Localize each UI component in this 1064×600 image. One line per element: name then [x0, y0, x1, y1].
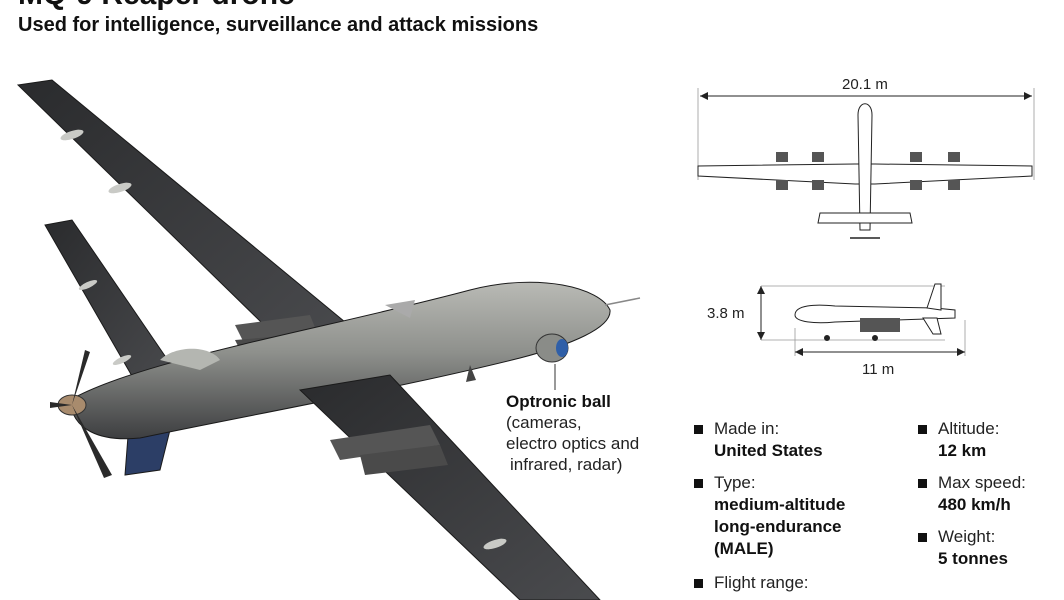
spec-value: 480 km/h: [938, 495, 1011, 514]
height-label: 3.8 m: [707, 305, 745, 322]
page-subtitle: Used for intelligence, surveillance and …: [18, 14, 539, 36]
spec-label: Altitude:: [938, 419, 1000, 438]
wingspan-label: 20.1 m: [842, 76, 888, 93]
propeller: [72, 350, 90, 405]
spec-value: long-endurance: [714, 517, 842, 536]
spec-type: Type: medium-altitude long-endurance (MA…: [694, 472, 914, 560]
spec-label: Type:: [714, 473, 756, 492]
spec-flight-range: Flight range:: [694, 572, 914, 594]
tail-fin: [44, 219, 179, 391]
spec-value: medium-altitude: [714, 495, 846, 514]
right-wing: [298, 374, 601, 600]
bullet-icon: [694, 425, 703, 434]
callout-title: Optronic ball: [506, 392, 611, 411]
bullet-icon: [694, 579, 703, 588]
spec-altitude: Altitude: 12 km: [918, 418, 1064, 462]
spec-label: Made in:: [714, 419, 780, 438]
bullet-icon: [918, 425, 927, 434]
optronic-ball-callout: Optronic ball (cameras, electro optics a…: [506, 392, 639, 475]
drone-illustration: [16, 79, 641, 600]
side-view-schematic: [757, 283, 966, 356]
length-label: 11 m: [862, 361, 895, 378]
spec-value: 12 km: [938, 441, 987, 460]
spec-weight: Weight: 5 tonnes: [918, 526, 1064, 570]
spec-value: (MALE): [714, 539, 774, 558]
bullet-icon: [918, 479, 927, 488]
callout-line: electro optics and: [506, 434, 640, 453]
spec-made-in: Made in: United States: [694, 418, 914, 462]
bullet-icon: [918, 533, 927, 542]
bullet-icon: [694, 479, 703, 488]
callout-line: infrared, radar): [510, 455, 623, 474]
spec-max-speed: Max speed: 480 km/h: [918, 472, 1064, 516]
fuselage: [69, 281, 611, 440]
spec-label: Weight:: [938, 527, 996, 546]
spec-value: United States: [714, 441, 823, 460]
callout-line: (cameras,: [506, 413, 582, 432]
page-title: MQ-9 Reaper drone: [18, 0, 295, 12]
spec-label: Max speed:: [938, 473, 1026, 492]
top-view-schematic: [697, 88, 1035, 239]
spec-label: Flight range:: [714, 573, 809, 592]
spec-value: 5 tonnes: [938, 549, 1008, 568]
